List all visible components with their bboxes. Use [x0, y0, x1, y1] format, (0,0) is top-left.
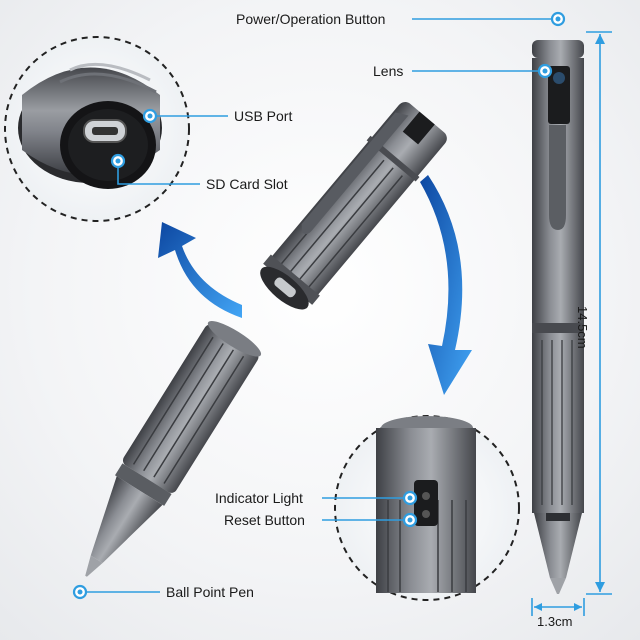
- indicator-light-label: Indicator Light: [215, 490, 303, 506]
- usb-detail-circle: [4, 36, 190, 222]
- length-dimension-label: 14.5cm: [575, 306, 590, 349]
- arrow-right-icon: [420, 175, 472, 395]
- diameter-dimension-label: 1.3cm: [537, 614, 573, 629]
- pen-upper-half: [260, 102, 447, 310]
- power-button-label: Power/Operation Button: [236, 11, 386, 27]
- pen-assembled: [532, 40, 584, 594]
- reset-button-label: Reset Button: [224, 512, 305, 528]
- callout-lines: [84, 18, 556, 593]
- lens-label: Lens: [373, 63, 404, 79]
- sd-card-slot-label: SD Card Slot: [206, 176, 288, 192]
- ball-point-pen-label: Ball Point Pen: [166, 584, 254, 600]
- pen-lower-half: [85, 320, 262, 577]
- indicator-detail-circle: [334, 415, 520, 601]
- indicator-panel: [414, 480, 438, 526]
- usb-port-label: USB Port: [234, 108, 293, 124]
- arrow-left-icon: [158, 222, 242, 318]
- dimension-lines: [531, 31, 612, 616]
